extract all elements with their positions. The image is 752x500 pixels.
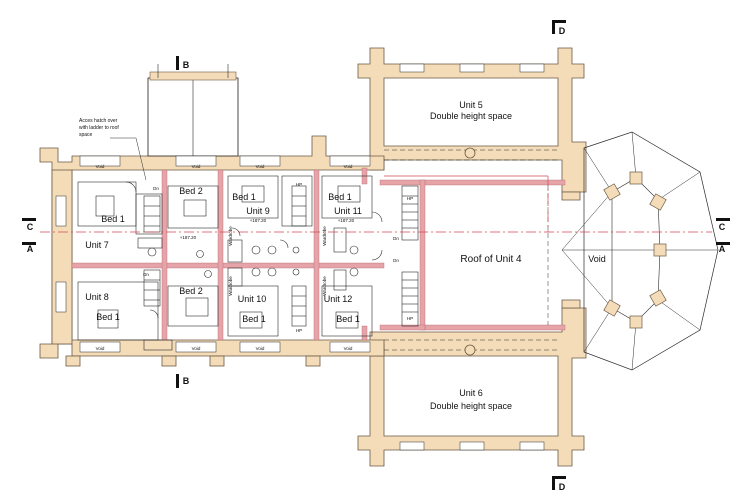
label-unit6: Unit 6	[459, 388, 483, 398]
label-bed1-unit8: Bed 1	[96, 312, 120, 322]
windows	[55, 63, 545, 451]
label-dn: Dn	[393, 236, 399, 241]
octagon	[561, 131, 719, 371]
section-lines	[40, 175, 712, 233]
label-bed1-unit9: Bed 1	[232, 192, 256, 202]
label-unit5: Unit 5	[459, 100, 483, 110]
pier	[65, 355, 81, 367]
label-roof-unit4: Roof of Unit 4	[460, 254, 522, 265]
label-void: Void	[192, 164, 201, 169]
access-note: Acces hatch over with ladder to roof spa…	[79, 118, 147, 181]
label-void: Void	[256, 164, 265, 169]
pier	[161, 355, 177, 367]
label-hp: HP	[296, 182, 302, 187]
label-bed1-unit7: Bed 1	[101, 214, 125, 224]
label-unit5-sub: Double height space	[430, 111, 512, 121]
label-bed1-unit11: Bed 1	[328, 192, 352, 202]
detail-labels: HP HP HP HP Dn Dn Dn Dn Wardrobe Wardrob…	[143, 182, 413, 333]
columns	[464, 147, 476, 356]
label-bed2-unit7: Bed 2	[179, 186, 203, 196]
label-wardrobe: Wardrobe	[322, 276, 327, 296]
label-bed1-unit10: Bed 1	[242, 314, 266, 324]
section-markers	[22, 20, 730, 490]
label-unit10: Unit 10	[238, 294, 267, 304]
note-line-3: space	[79, 132, 93, 138]
label-dn: Dn	[143, 272, 149, 277]
stair	[143, 185, 419, 327]
label-dn: Dn	[393, 258, 399, 263]
octagon-outer	[583, 131, 719, 371]
pier	[305, 355, 321, 367]
section-labels: C A C A B B D D	[27, 26, 726, 492]
party-walls	[71, 167, 566, 341]
label-wardrobe: Wardrobe	[228, 276, 233, 296]
label-hp: HP	[407, 196, 413, 201]
section-label-a-right: A	[719, 244, 726, 254]
label-void: Void	[192, 346, 201, 351]
label-void: Void	[256, 346, 265, 351]
label-wardrobe: Wardrobe	[322, 226, 327, 246]
note-line-2: with ladder to roof	[79, 125, 119, 131]
section-label-a-left: A	[27, 244, 34, 254]
label-bed2-unit8: Bed 2	[179, 286, 203, 296]
pier	[209, 355, 225, 367]
label-bed1-unit12: Bed 1	[336, 314, 360, 324]
label-level: +187.20	[180, 235, 197, 240]
label-unit8: Unit 8	[85, 292, 109, 302]
interior-lines	[77, 149, 558, 351]
label-unit12: Unit 12	[324, 294, 353, 304]
label-unit9: Unit 9	[246, 206, 270, 216]
section-label-b-top: B	[183, 60, 190, 70]
room-labels: Unit 5 Double height space Unit 6 Double…	[85, 100, 606, 411]
label-wardrobe: Wardrobe	[228, 226, 233, 246]
section-label-d-bottom: D	[559, 482, 566, 492]
label-void: Void	[96, 346, 105, 351]
octagon-link-walls	[561, 191, 581, 309]
note-line-1: Acces hatch over	[79, 118, 118, 124]
label-level: +187.20	[250, 218, 267, 223]
label-dn: Dn	[153, 186, 159, 191]
label-void: Void	[96, 164, 105, 169]
stair-projection	[147, 64, 239, 157]
label-unit11: Unit 11	[334, 206, 362, 216]
section-label-c-right: C	[719, 222, 726, 232]
label-void-octagon: Void	[588, 254, 606, 264]
section-label-b-bottom: B	[183, 376, 190, 386]
label-unit7: Unit 7	[85, 240, 109, 250]
label-void: Void	[344, 164, 353, 169]
label-level: +187.20	[338, 218, 355, 223]
label-hp: HP	[407, 316, 413, 321]
void-labels: Void Void Void Void Void Void Void Void	[96, 164, 353, 351]
section-label-d-top: D	[559, 26, 566, 36]
label-unit6-sub: Double height space	[430, 401, 512, 411]
label-hp: HP	[296, 328, 302, 333]
label-void: Void	[344, 346, 353, 351]
section-label-c-left: C	[27, 222, 34, 232]
